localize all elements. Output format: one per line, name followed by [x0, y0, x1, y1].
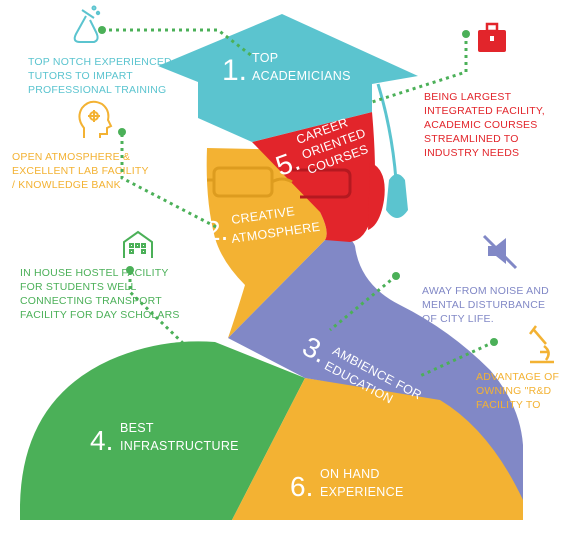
segment-1-line-2: ACADEMICIANS — [252, 69, 351, 83]
connectors — [102, 28, 495, 378]
building-icon — [123, 230, 153, 258]
segment-6-number: 6. — [290, 471, 313, 502]
segment-1-number: 1. — [222, 54, 247, 87]
cap-tassel — [376, 83, 398, 181]
note-noise: AWAY FROM NOISE AND MENTAL DISTURBANCE O… — [422, 285, 549, 325]
note-hostel: IN HOUSE HOSTEL FACILITY FOR STUDENTS WE… — [20, 267, 180, 321]
segment-6-line-2: EXPERIENCE — [320, 485, 404, 499]
segment-5-courses — [252, 112, 375, 242]
segment-6-line-1: ON HAND — [320, 467, 380, 481]
microscope-icon — [529, 325, 554, 364]
segment-4-label: 4. BEST INFRASTRUCTURE — [90, 421, 239, 456]
segment-1-line-1: TOP — [252, 51, 278, 65]
briefcase-icon — [478, 22, 506, 52]
note-academicians: TOP NOTCH EXPERIENCED TUTORS TO IMPART P… — [28, 56, 172, 96]
segment-4-line-1: BEST — [120, 421, 154, 435]
segment-4-number: 4. — [90, 425, 113, 456]
note-facility: BEING LARGEST INTEGRATED FACILITY, ACADE… — [424, 91, 545, 159]
segment-1-label: 1. TOP ACADEMICIANS — [222, 51, 351, 87]
tassel-end — [386, 174, 408, 218]
note-atmosphere: OPEN ATMOSPHERE & EXCELLENT LAB FACILITY… — [12, 151, 149, 191]
note-rnd: ADVANTAGE OF OWNING "R&D FACILITY TO — [476, 371, 560, 411]
segment-6-label: 6. ON HAND EXPERIENCE — [290, 467, 404, 502]
flask-icon — [73, 5, 101, 43]
connector-noise — [329, 274, 397, 332]
connector-dots — [98, 26, 498, 346]
mute-speaker-icon — [482, 234, 518, 270]
segment-4-line-2: INFRASTRUCTURE — [120, 439, 239, 453]
connector-facility — [371, 34, 468, 104]
segment-6-experience — [232, 378, 523, 520]
segment-3-ambience — [228, 237, 523, 500]
segment-1-academicians — [158, 14, 418, 142]
segment-2-number: 2. — [205, 215, 228, 246]
ear — [368, 162, 385, 230]
segment-4-infrastructure — [20, 341, 305, 520]
brain-head-icon — [78, 100, 113, 138]
connector-atmosphere — [120, 134, 219, 230]
glasses — [207, 166, 352, 199]
